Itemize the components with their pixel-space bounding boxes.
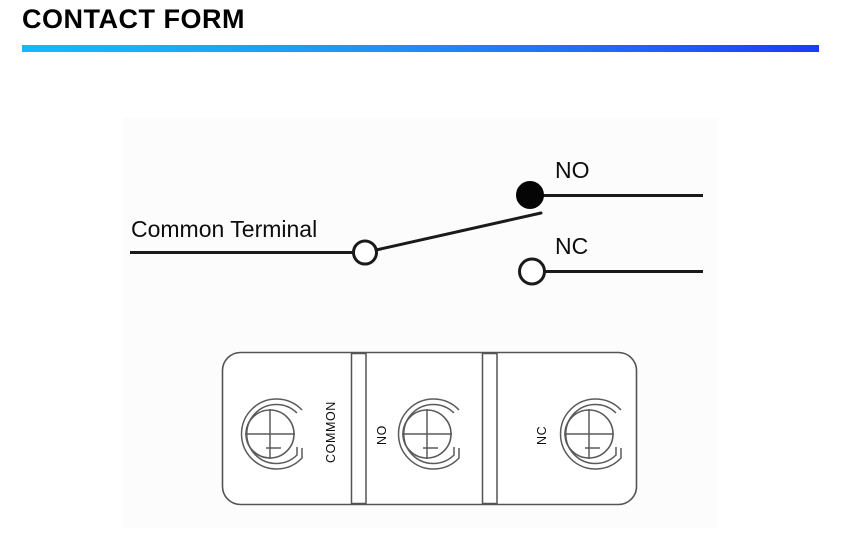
page-title: CONTACT FORM: [22, 4, 245, 34]
diagram-background-panel: [123, 118, 718, 528]
title-gradient-rule: [22, 45, 819, 52]
